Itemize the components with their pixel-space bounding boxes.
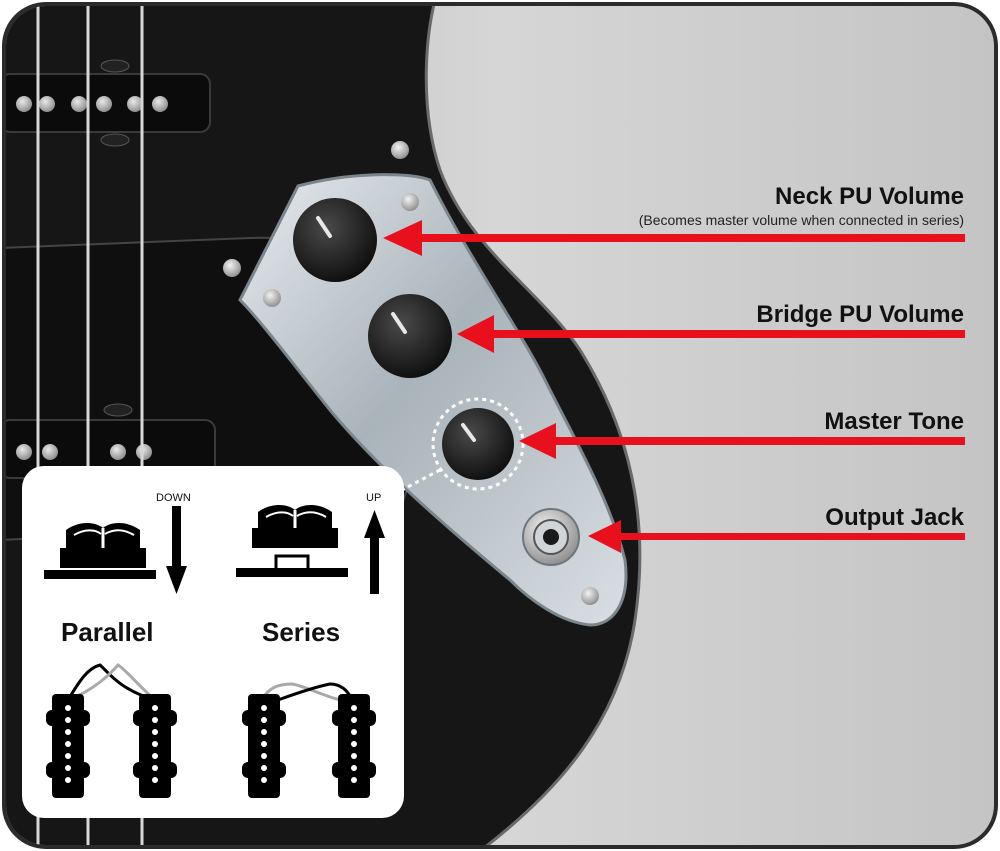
master-tone-label: Master Tone <box>824 408 964 435</box>
bridge-volume-arrow <box>457 315 965 353</box>
neck-pickup <box>6 59 211 147</box>
neck-volume-knob[interactable] <box>293 198 377 282</box>
series-wiring-diagram <box>242 682 376 798</box>
parallel-knob-diagram <box>44 523 156 579</box>
screw-icon <box>401 193 419 211</box>
screw-icon <box>223 259 241 277</box>
screw-icon <box>263 289 281 307</box>
down-arrow-icon <box>166 506 187 594</box>
parallel-label: Parallel <box>61 617 154 647</box>
up-arrow-icon <box>364 510 385 594</box>
series-knob-diagram <box>236 505 348 577</box>
parallel-wiring-diagram <box>46 663 177 798</box>
down-direction-label: DOWN <box>156 492 191 504</box>
push-pull-highlight <box>431 397 525 491</box>
neck-volume-arrow <box>383 220 965 256</box>
screw-icon <box>581 587 599 605</box>
callout-arrows <box>383 220 965 553</box>
series-label: Series <box>262 617 341 647</box>
up-direction-label: UP <box>366 492 382 504</box>
screw-icon <box>391 141 409 159</box>
switch-mode-inset <box>22 466 404 818</box>
master-tone-knob[interactable] <box>442 408 514 480</box>
output-jack-label: Output Jack <box>825 504 964 531</box>
master-tone-arrow <box>519 423 965 459</box>
output-jack-arrow <box>588 520 965 553</box>
control-plate <box>238 173 628 627</box>
neck-volume-label: Neck PU Volume <box>775 183 964 210</box>
bridge-pickup <box>6 403 216 479</box>
bridge-volume-label: Bridge PU Volume <box>756 301 964 328</box>
bridge-volume-knob[interactable] <box>368 294 452 378</box>
output-jack[interactable] <box>522 508 580 566</box>
neck-volume-note: (Becomes master volume when connected in… <box>638 212 964 228</box>
